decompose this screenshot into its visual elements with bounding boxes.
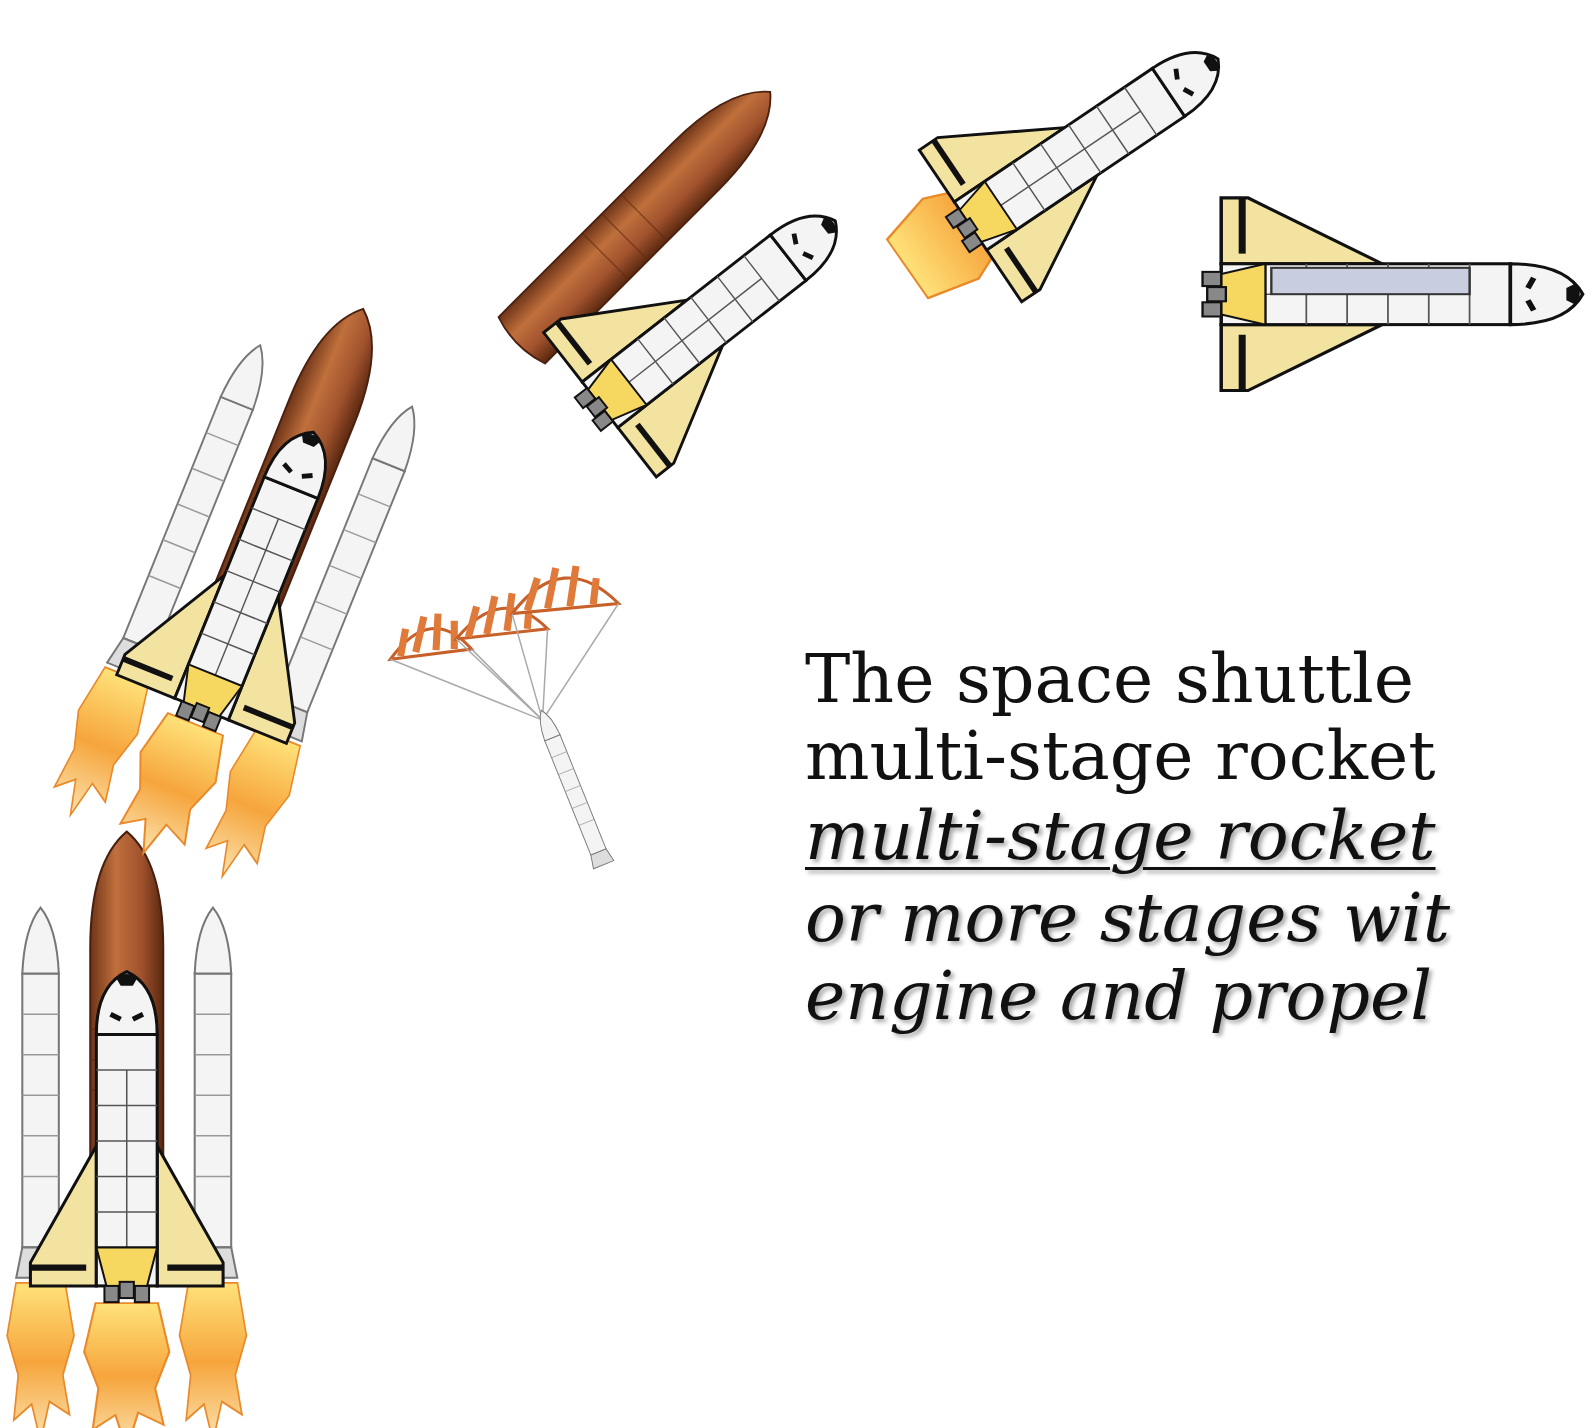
caption-text: The space shuttle	[805, 645, 1414, 713]
caption-text: multi-stage rocket	[805, 722, 1436, 790]
shuttle-liftoff	[7, 832, 246, 1428]
shuttle-ascent	[38, 266, 469, 895]
caption-text: or more stages wit	[805, 884, 1450, 952]
caption-text: engine and propel	[805, 962, 1432, 1030]
tank-separation	[495, 69, 892, 487]
orbiter-burn	[880, 0, 1270, 310]
booster-parachutes	[390, 566, 618, 869]
caption-text: multi-stage rocket	[805, 802, 1436, 870]
orbiter-in-orbit	[1203, 198, 1583, 391]
